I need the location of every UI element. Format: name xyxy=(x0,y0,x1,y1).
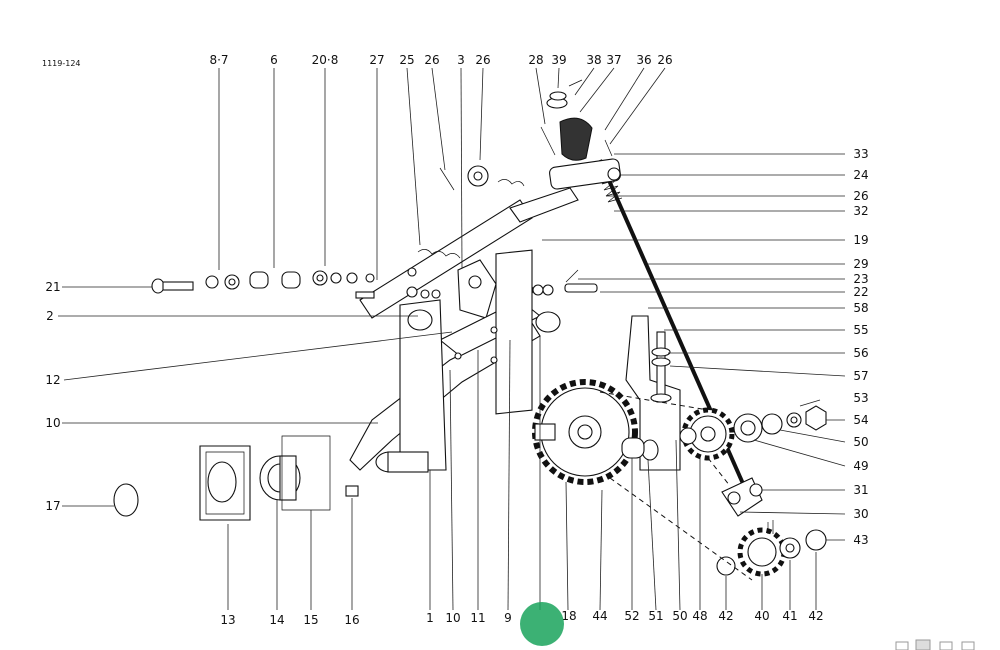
callout-label: 55 xyxy=(853,323,868,337)
callout-label: 15 xyxy=(303,613,318,627)
callout-label: 54 xyxy=(853,413,868,427)
callout-label: 43 xyxy=(853,533,868,547)
callout-label: 50 xyxy=(853,435,868,449)
callout-label: 14 xyxy=(269,613,284,627)
callouts-bottom: 13 14 15 16 1 10 11 9 18 44 52 51 50 48 … xyxy=(220,609,823,627)
callout-label: 13 xyxy=(220,613,235,627)
callout-label: 26 xyxy=(475,53,490,67)
callout-label: 40 xyxy=(754,609,769,623)
callout-label: 19 xyxy=(853,233,868,247)
callout-label: 56 xyxy=(853,346,868,360)
callout-label: 58 xyxy=(853,301,868,315)
callout-label: 12 xyxy=(45,373,60,387)
callouts-right: 33 24 26 32 19 29 23 22 58 55 56 57 53 5… xyxy=(853,147,868,547)
callout-label: 41 xyxy=(782,609,797,623)
large-sprocket xyxy=(532,379,638,485)
callout-label: 42 xyxy=(718,609,733,623)
viewer-toolbar[interactable] xyxy=(895,639,975,650)
callout-label: 39 xyxy=(551,53,566,67)
callout-label: 30 xyxy=(853,507,868,521)
callout-label: 29 xyxy=(853,257,868,271)
callout-label: 17 xyxy=(45,499,60,513)
callout-label: 28 xyxy=(528,53,543,67)
callout-label: 50 xyxy=(672,609,687,623)
callout-label: 10 xyxy=(445,611,460,625)
zoom-icon[interactable] xyxy=(939,641,953,650)
callout-label: 53 xyxy=(853,391,868,405)
callout-label: 52 xyxy=(624,609,639,623)
cursor-marker xyxy=(520,602,564,646)
callout-label: 26 xyxy=(424,53,439,67)
callout-label: 32 xyxy=(853,204,868,218)
grid-icon[interactable] xyxy=(961,641,975,650)
callout-label: 10 xyxy=(45,416,60,430)
callout-label: 22 xyxy=(853,285,868,299)
callout-label: 44 xyxy=(592,609,607,623)
drawing-code: 1119-124 xyxy=(42,59,81,68)
callout-label: 27 xyxy=(369,53,384,67)
callout-label: 11 xyxy=(470,611,485,625)
callout-label: 37 xyxy=(606,53,621,67)
callout-label: 42 xyxy=(808,609,823,623)
callout-label: 18 xyxy=(561,609,576,623)
callout-label: 31 xyxy=(853,483,868,497)
callout-label: 20·8 xyxy=(312,53,339,67)
callout-label: 6 xyxy=(270,53,278,67)
callout-label: 2 xyxy=(46,309,54,323)
callout-label: 21 xyxy=(45,280,60,294)
callout-label: 3 xyxy=(457,53,465,67)
callouts-left: 21 2 12 10 17 xyxy=(45,280,60,513)
parts-illustration xyxy=(113,79,827,581)
callout-label: 36 xyxy=(636,53,651,67)
callout-label: 24 xyxy=(853,168,868,182)
callout-label: 33 xyxy=(853,147,868,161)
callout-label: 38 xyxy=(586,53,601,67)
callout-label: 8·7 xyxy=(209,53,228,67)
callout-label: 23 xyxy=(853,272,868,286)
callout-label: 48 xyxy=(692,609,707,623)
leader-lines xyxy=(58,67,846,611)
callout-label: 1 xyxy=(426,611,434,625)
callout-label: 26 xyxy=(657,53,672,67)
fit-icon[interactable] xyxy=(895,641,909,650)
callout-label: 51 xyxy=(648,609,663,623)
callouts-top: 8·7 6 20·8 27 25 26 3 26 28 39 38 37 36 … xyxy=(209,53,672,67)
page-icon[interactable] xyxy=(915,639,931,650)
callout-label: 49 xyxy=(853,459,868,473)
callout-label: 26 xyxy=(853,189,868,203)
callout-label: 16 xyxy=(344,613,359,627)
callout-label: 9 xyxy=(504,611,512,625)
callout-label: 25 xyxy=(399,53,414,67)
callout-label: 57 xyxy=(853,369,868,383)
